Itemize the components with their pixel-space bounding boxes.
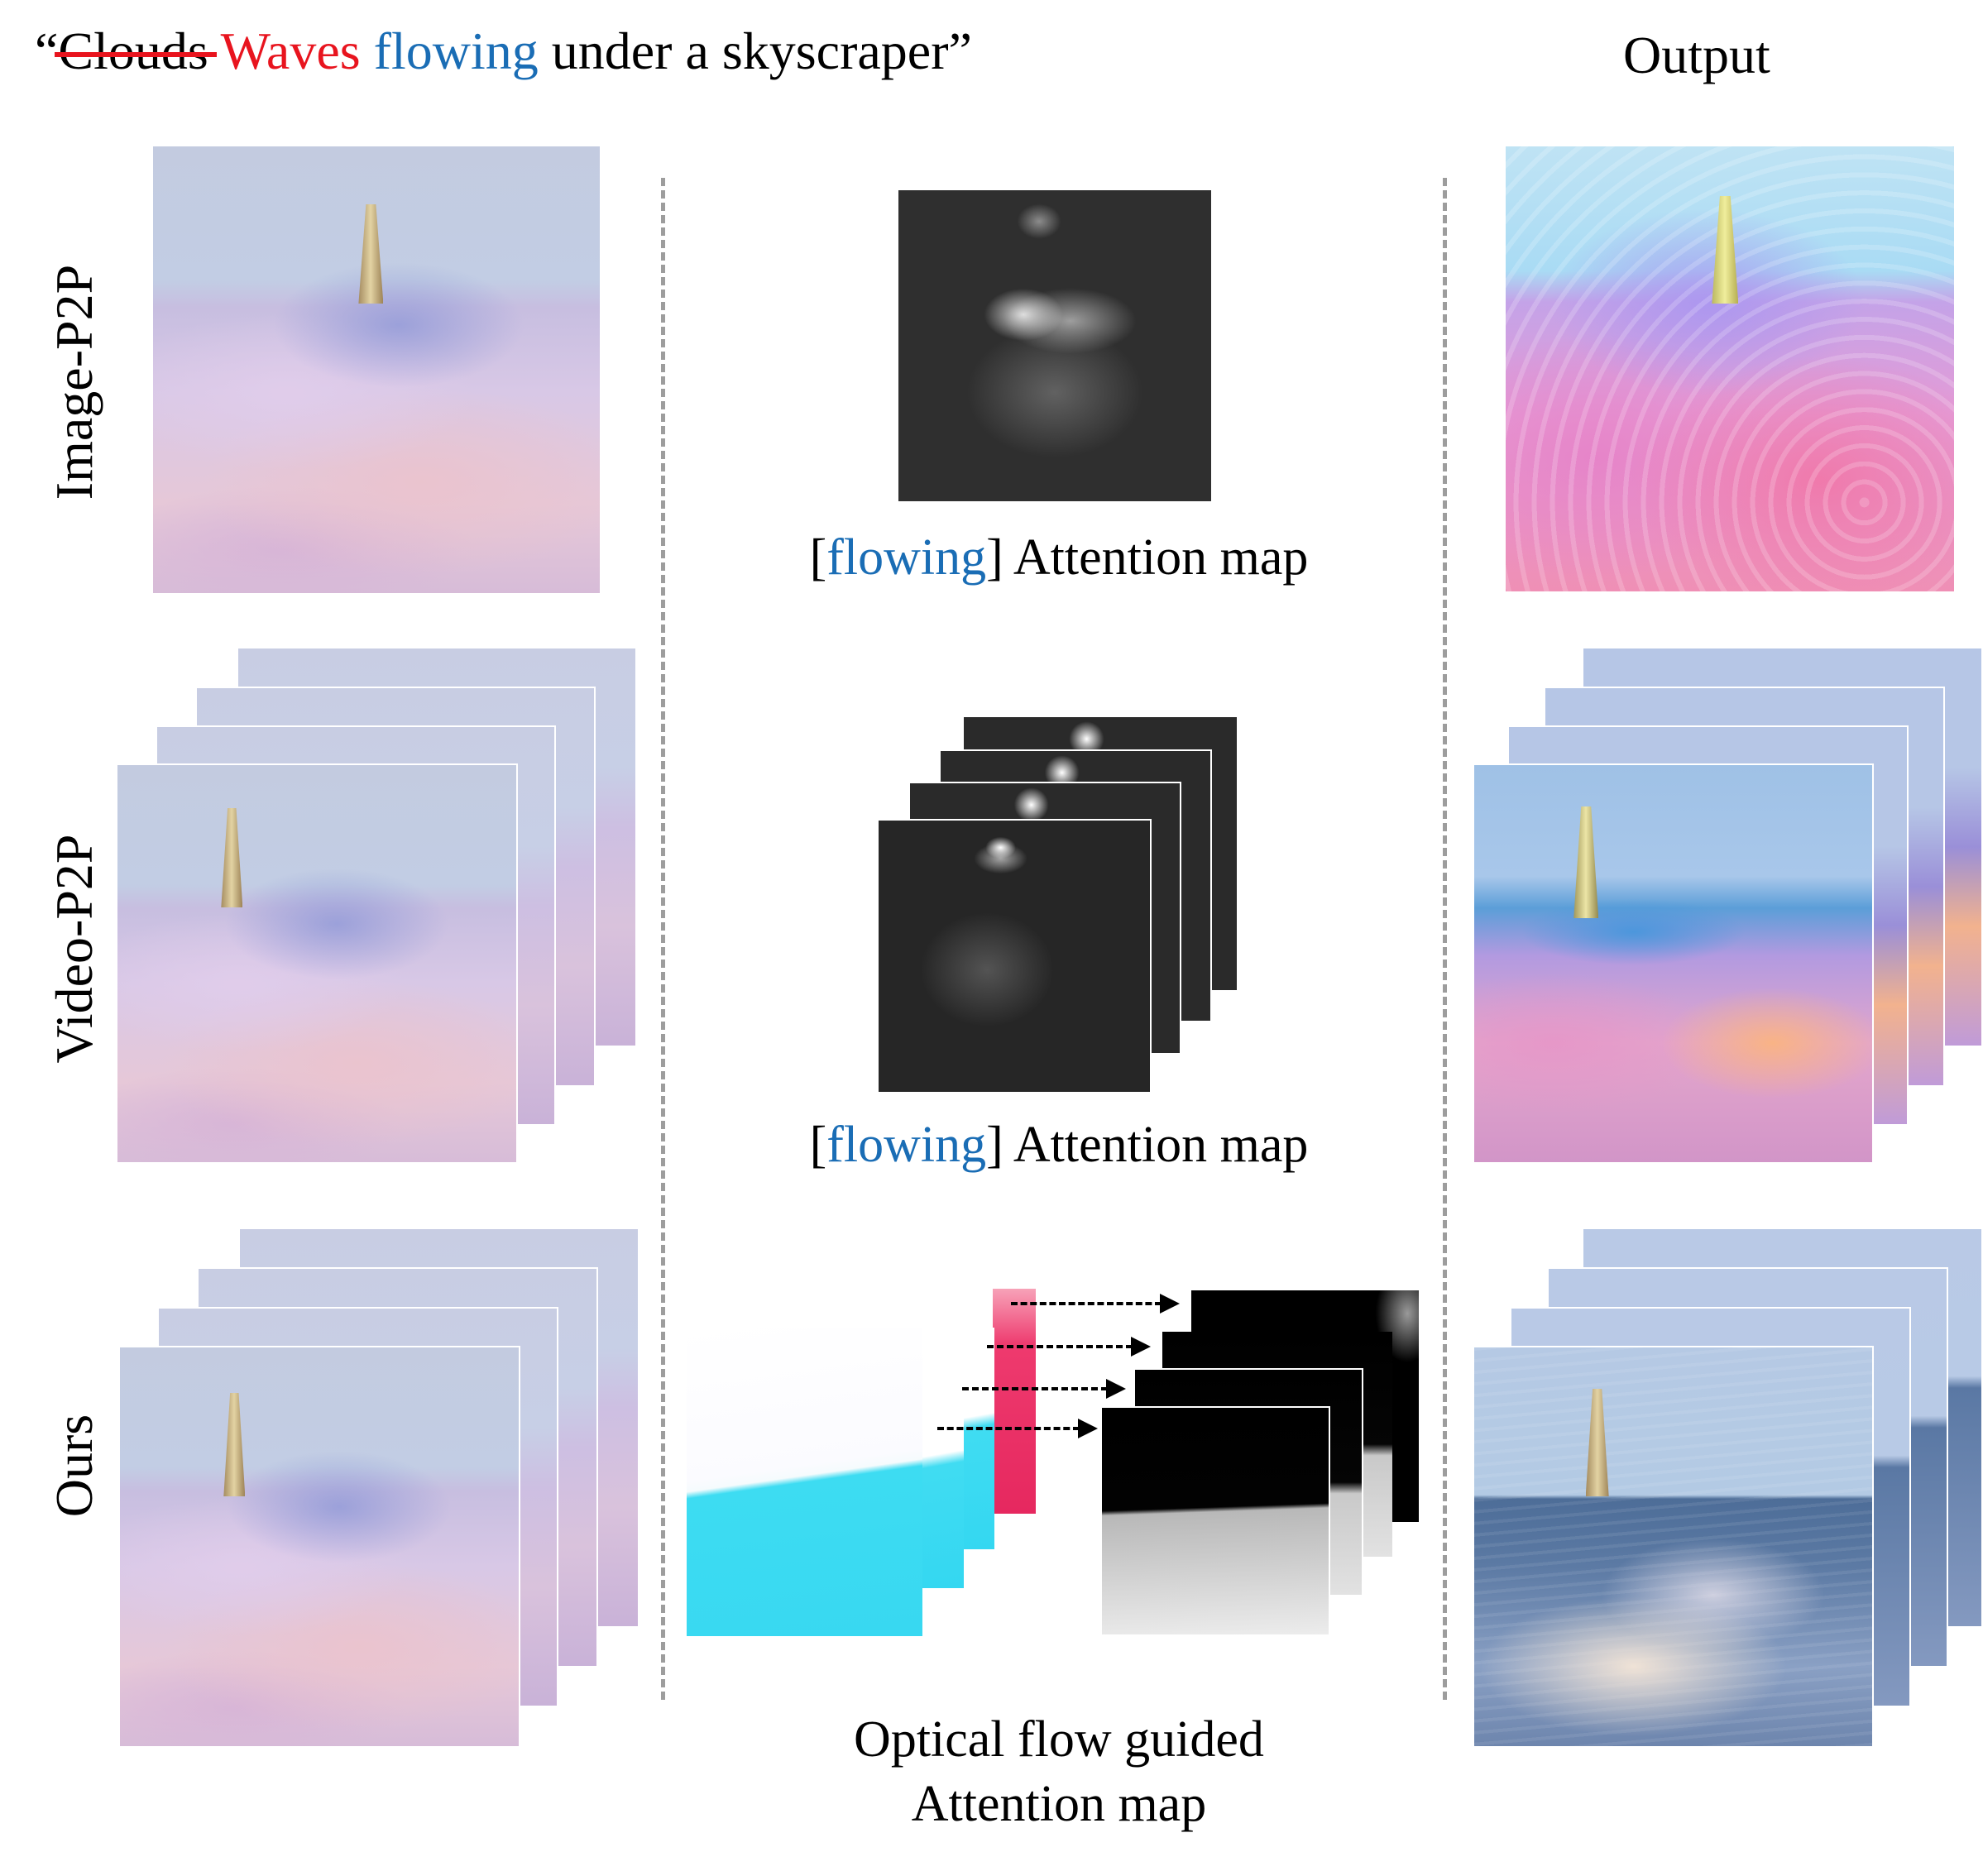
ours-caption-line-2: Attention map <box>911 1775 1207 1832</box>
image-p2p-input-frame <box>151 145 601 595</box>
image-p2p-attention-caption: [flowing] Attention map <box>809 529 1309 586</box>
prompt-rest: under a skyscraper” <box>551 22 972 80</box>
caption-token-flowing: flowing <box>826 1117 987 1173</box>
flow-arrow-1 <box>937 1419 1098 1438</box>
ours-caption-line-1: Optical flow guided <box>854 1711 1264 1768</box>
row-label-video-p2p: Video-P2P <box>45 834 103 1064</box>
optical-flow-frame-4 <box>993 1289 1036 1514</box>
edit-prompt: “Clouds Waves flowing under a skyscraper… <box>35 25 972 78</box>
caption-token-flowing: flowing <box>826 529 987 586</box>
skyscraper <box>1585 1389 1609 1496</box>
separator-left <box>661 178 665 1700</box>
skyscraper <box>221 808 243 907</box>
prompt-open-quote: “ <box>35 22 59 80</box>
guided-attention-frame-1 <box>1100 1406 1330 1636</box>
skyscraper <box>358 204 384 304</box>
ours-attention-caption: Optical flow guided Attention map <box>728 1708 1390 1836</box>
image-p2p-output-frame <box>1504 145 1956 593</box>
flow-arrow-3 <box>987 1337 1151 1357</box>
flow-arrow-2 <box>962 1379 1126 1399</box>
skyscraper <box>1573 806 1599 918</box>
skyscraper <box>223 1393 246 1496</box>
separator-right <box>1443 178 1447 1700</box>
video-p2p-attention-caption: [flowing] Attention map <box>809 1117 1309 1173</box>
optical-flow-frame-2 <box>922 1365 964 1588</box>
output-column-title: Output <box>1623 26 1770 84</box>
row-label-image-p2p: Image-P2P <box>45 264 103 500</box>
video-p2p-input-frame-1 <box>116 763 518 1164</box>
row-label-ours: Ours <box>45 1414 103 1518</box>
ours-input-frame-1 <box>118 1346 520 1748</box>
prompt-replacement-word: Waves <box>220 22 361 80</box>
video-p2p-attention-frame-1 <box>877 819 1152 1094</box>
skyscraper <box>1712 196 1739 304</box>
ours-output-frame-1 <box>1473 1346 1874 1748</box>
optical-flow-frame-1 <box>687 1328 922 1636</box>
image-p2p-attention-map <box>898 190 1211 501</box>
prompt-struck-word: Clouds <box>55 22 218 80</box>
video-p2p-output-frame-1 <box>1473 763 1874 1164</box>
prompt-highlighted-word: flowing <box>373 22 539 80</box>
optical-flow-frame-3 <box>960 1328 994 1549</box>
flow-arrow-4 <box>1011 1294 1180 1314</box>
